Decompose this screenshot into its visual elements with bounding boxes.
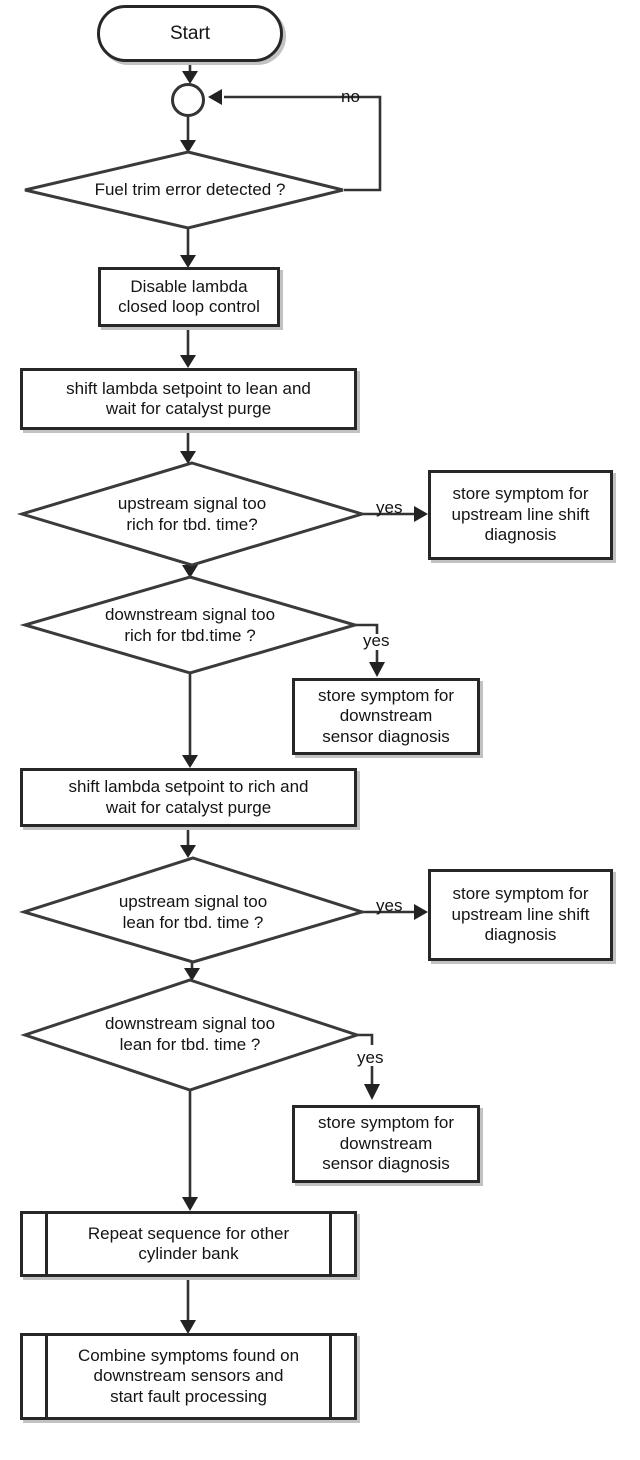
edge-label-yes-downstream-rich: yes bbox=[363, 631, 390, 650]
arrowhead-into-store-upstream2 bbox=[414, 904, 428, 920]
decision-diamond-downstream-lean bbox=[20, 978, 362, 1092]
process-shift-lean-label: shift lambda setpoint to lean and wait f… bbox=[66, 378, 311, 418]
process-store-downstream-1: store symptom for downstream sensor diag… bbox=[292, 678, 480, 755]
decision-fuel-trim-label: Fuel trim error detected ? bbox=[94, 180, 286, 200]
start-label: Start bbox=[169, 22, 211, 44]
process-store-downstream-2-label: store symptom for downstream sensor diag… bbox=[317, 1113, 455, 1174]
arrowhead-into-repeat bbox=[182, 1197, 198, 1211]
arrowhead-into-decision3 bbox=[182, 565, 198, 578]
predefined-process-right-bar bbox=[329, 1214, 332, 1274]
edge-label-yes-upstream-rich: yes bbox=[376, 498, 403, 517]
predefined-combine-symptoms-label: Combine symptoms found on downstream sen… bbox=[77, 1345, 300, 1406]
arrowhead-into-decision4 bbox=[180, 845, 196, 858]
process-store-upstream-1: store symptom for upstream line shift di… bbox=[428, 470, 613, 560]
arrowhead-into-decision5 bbox=[184, 968, 200, 981]
predefined-repeat-sequence: Repeat sequence for other cylinder bank bbox=[20, 1211, 357, 1277]
arrowhead-into-decision2 bbox=[180, 451, 196, 464]
arrowhead-into-store-downstream1 bbox=[369, 662, 385, 677]
decision-upstream-lean-label: upstream signal too lean for tbd. time ? bbox=[118, 891, 268, 932]
arrowhead-into-junction bbox=[182, 71, 198, 84]
process-store-upstream-1-label: store symptom for upstream line shift di… bbox=[451, 484, 590, 545]
decision-diamond-upstream-lean bbox=[18, 856, 368, 964]
arrowhead-no-into-junction bbox=[208, 89, 222, 105]
decision-downstream-lean-label-box: downstream signal too lean for tbd. time… bbox=[55, 1010, 325, 1058]
process-shift-rich: shift lambda setpoint to rich and wait f… bbox=[20, 768, 357, 827]
edge-yes-downstream-rich-elbow bbox=[355, 623, 379, 634]
arrowhead-into-store-upstream1 bbox=[414, 506, 428, 522]
process-disable-lambda: Disable lambda closed loop control bbox=[98, 267, 280, 327]
decision-downstream-rich-label: downstream signal too rich for tbd.time … bbox=[104, 604, 276, 645]
predefined-process-right-bar bbox=[329, 1336, 332, 1417]
arrowhead-into-disable bbox=[180, 255, 196, 268]
decision-upstream-rich-label: upstream signal too rich for tbd. time? bbox=[117, 493, 267, 534]
process-store-downstream-1-label: store symptom for downstream sensor diag… bbox=[317, 685, 455, 746]
process-shift-rich-label: shift lambda setpoint to rich and wait f… bbox=[68, 777, 309, 817]
process-disable-lambda-label: Disable lambda closed loop control bbox=[118, 276, 260, 316]
decision-downstream-lean-label: downstream signal too lean for tbd. time… bbox=[104, 1013, 276, 1054]
predefined-process-left-bar bbox=[45, 1214, 48, 1274]
process-store-upstream-2: store symptom for upstream line shift di… bbox=[428, 869, 613, 961]
edge-label-no: no bbox=[341, 87, 360, 106]
decision-diamond-upstream-rich bbox=[16, 461, 368, 567]
arrowhead-into-shiftrich bbox=[182, 755, 198, 768]
edge-no-feedback bbox=[224, 95, 382, 192]
decision-diamond-fuel-trim bbox=[24, 150, 344, 230]
edge-label-yes-upstream-lean: yes bbox=[376, 896, 403, 915]
arrowhead-into-combine bbox=[180, 1320, 196, 1334]
arrowhead-into-store-downstream2 bbox=[364, 1084, 380, 1100]
predefined-combine-symptoms: Combine symptoms found on downstream sen… bbox=[20, 1333, 357, 1420]
edge-label-yes-downstream-lean: yes bbox=[357, 1048, 384, 1067]
decision-upstream-rich-label-box: upstream signal too rich for tbd. time? bbox=[62, 490, 322, 538]
arrowhead-into-decision1 bbox=[180, 140, 196, 153]
edge-yes-downstream-lean-elbow bbox=[357, 1033, 374, 1045]
process-shift-lean: shift lambda setpoint to lean and wait f… bbox=[20, 368, 357, 430]
junction-circle bbox=[171, 83, 205, 117]
predefined-repeat-sequence-label: Repeat sequence for other cylinder bank bbox=[87, 1223, 290, 1263]
decision-upstream-lean-label-box: upstream signal too lean for tbd. time ? bbox=[63, 888, 323, 936]
predefined-process-left-bar bbox=[45, 1336, 48, 1417]
start-node: Start bbox=[97, 5, 283, 62]
arrowhead-into-shiftlean bbox=[180, 355, 196, 368]
process-store-upstream-2-label: store symptom for upstream line shift di… bbox=[451, 884, 590, 945]
decision-fuel-trim-label-box: Fuel trim error detected ? bbox=[60, 168, 320, 212]
decision-downstream-rich-label-box: downstream signal too rich for tbd.time … bbox=[55, 601, 325, 649]
process-store-downstream-2: store symptom for downstream sensor diag… bbox=[292, 1105, 480, 1183]
decision-diamond-downstream-rich bbox=[19, 575, 361, 675]
